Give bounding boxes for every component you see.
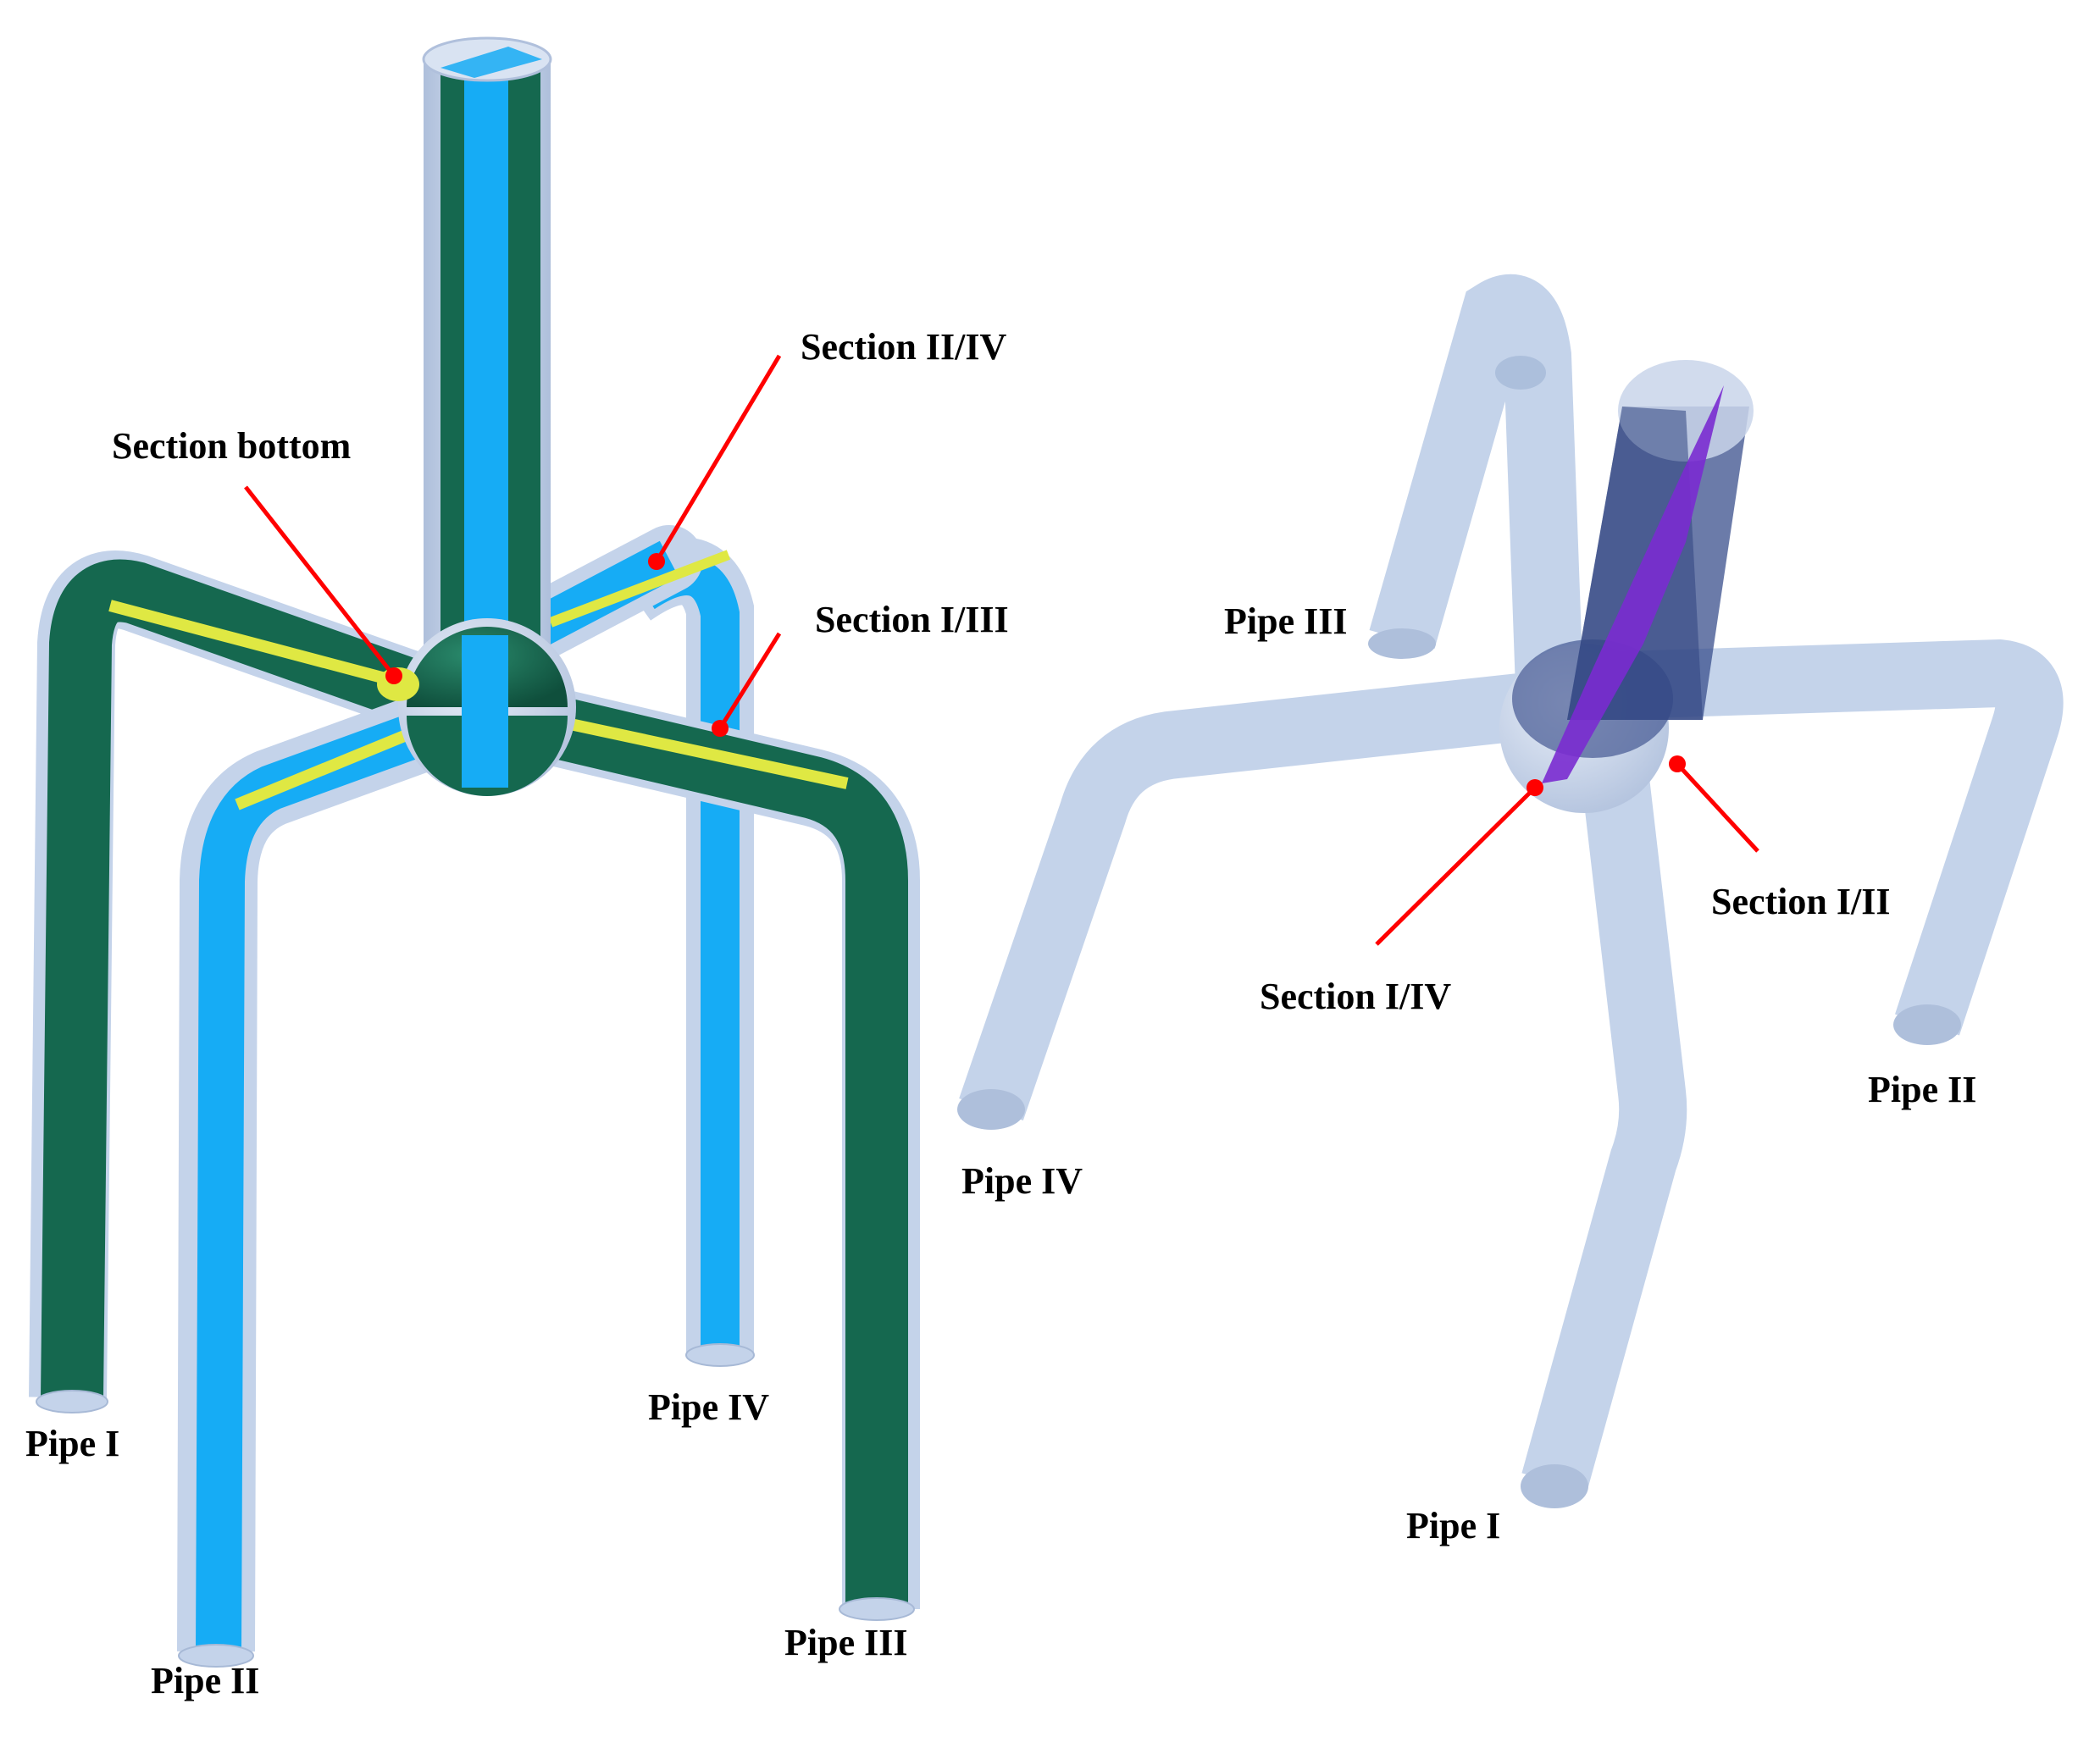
label-left-pipe-i: Pipe I: [25, 1423, 120, 1464]
label-right-pipe-iv: Pipe IV: [961, 1160, 1083, 1202]
label-left-pipe-ii: Pipe II: [151, 1660, 260, 1701]
label-right-section-1-2: Section I/II: [1711, 881, 1891, 922]
leader-section-1-4: [1375, 786, 1537, 946]
left-top-column: [422, 36, 552, 711]
dot-section-bottom: [385, 667, 402, 684]
dot-section-1-4: [1527, 779, 1543, 796]
right-pipe-model: [957, 274, 2064, 1508]
right-pipe-ii: [1591, 639, 2064, 1045]
label-right-pipe-iii: Pipe III: [1224, 600, 1348, 642]
dot-section-2-4: [648, 553, 665, 570]
right-pipe-iv: [957, 669, 1563, 1130]
label-left-section-1-3: Section I/III: [815, 599, 1009, 640]
label-right-pipe-i: Pipe I: [1406, 1505, 1501, 1546]
left-pipe-iv-leg: [611, 537, 755, 1367]
label-left-pipe-iv: Pipe IV: [648, 1386, 769, 1428]
label-right-pipe-ii: Pipe II: [1868, 1069, 1977, 1110]
leader-section-2-4: [654, 354, 782, 563]
left-pipe-model: [29, 36, 920, 1668]
leader-section-1-3: [718, 632, 782, 730]
left-pipe-ii: [177, 683, 477, 1668]
right-purple-section: [1542, 385, 1724, 783]
left-pipe-i: [29, 550, 437, 1413]
left-leader-lines: [244, 354, 782, 737]
right-pipe-iii: [1368, 274, 1584, 713]
right-leader-lines: [1375, 755, 1759, 946]
dot-section-1-3: [712, 720, 729, 737]
leader-section-1-2: [1676, 762, 1759, 853]
label-left-pipe-iii: Pipe III: [784, 1622, 908, 1663]
label-left-section-2-4: Section II/IV: [801, 326, 1007, 368]
label-left-section-bottom: Section bottom: [112, 425, 352, 467]
dot-section-1-2: [1669, 755, 1686, 772]
left-pipe-iii: [490, 682, 920, 1621]
leader-section-bottom: [244, 485, 396, 678]
right-pipe-i: [1521, 724, 1687, 1508]
left-junction-ball: [377, 618, 576, 796]
label-right-section-1-4: Section I/IV: [1260, 976, 1452, 1017]
